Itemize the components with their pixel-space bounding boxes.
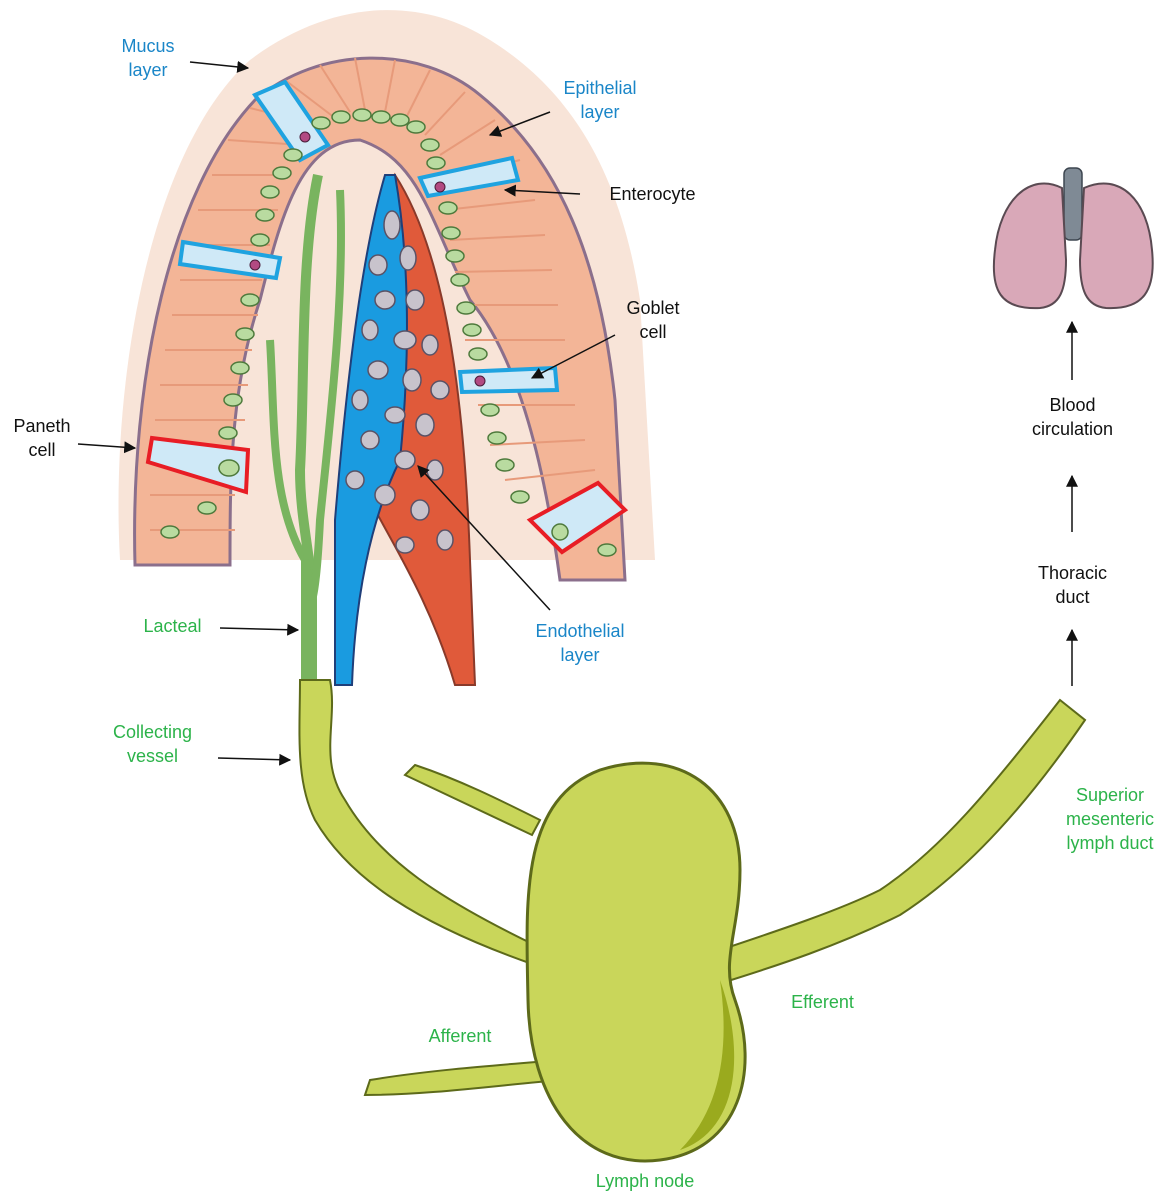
afferent-vessel-lower — [365, 1060, 560, 1095]
efferent-vessel — [715, 700, 1085, 985]
lymph-system — [299, 680, 1085, 1161]
arrow-lacteal — [220, 628, 298, 630]
lungs-icon — [994, 168, 1153, 308]
label-afferent: Afferent — [410, 1024, 510, 1048]
arrow-mucus — [190, 62, 248, 68]
label-lymph-node: Lymph node — [575, 1169, 715, 1193]
arrow-collecting — [218, 758, 290, 760]
label-lacteal: Lacteal — [130, 614, 215, 638]
label-enterocyte: Enterocyte — [595, 182, 710, 206]
afferent-vessel-upper — [405, 765, 540, 835]
label-efferent: Efferent — [775, 990, 870, 1014]
